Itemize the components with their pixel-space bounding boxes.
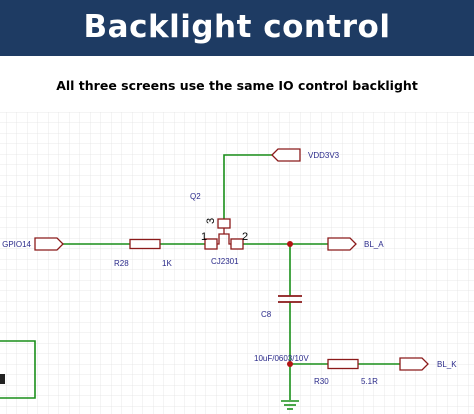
port-gpio14 xyxy=(34,237,64,251)
resistor-r30 xyxy=(327,358,359,370)
wires xyxy=(63,154,400,400)
subtitle: All three screens use the same IO contro… xyxy=(56,78,418,93)
schematic-diagram: GPIO14 R28 1K Q2 CJ2301 1 2 3 VDD3V3 BL_… xyxy=(0,112,474,414)
net-label-bl-a: BL_A xyxy=(364,240,384,249)
r28-ref: R28 xyxy=(114,259,129,268)
junction-dot-r30 xyxy=(287,361,293,367)
r28-value: 1K xyxy=(162,259,172,268)
transistor-q2 xyxy=(204,218,244,250)
q2-pin-3: 3 xyxy=(205,218,217,224)
q2-part: CJ2301 xyxy=(211,257,239,266)
port-bl-k xyxy=(399,357,429,371)
capacitor-c8 xyxy=(278,295,302,303)
wire-q2-vdd xyxy=(223,154,272,222)
net-label-gpio14: GPIO14 xyxy=(2,240,31,249)
partial-component-box xyxy=(0,340,36,399)
port-bl-a xyxy=(327,237,357,251)
r30-ref: R30 xyxy=(314,377,329,386)
page-title: Backlight control xyxy=(83,9,391,45)
r30-value: 5.1R xyxy=(361,377,378,386)
c8-value: 10uF/0603/10V xyxy=(254,354,309,363)
q2-pin-1: 1 xyxy=(201,231,207,243)
net-label-vdd3v3: VDD3V3 xyxy=(308,151,340,160)
c8-ref: C8 xyxy=(261,310,272,319)
q2-pin-2: 2 xyxy=(242,231,248,243)
port-vdd3v3 xyxy=(271,148,301,162)
junction-dot-bl-a xyxy=(287,241,293,247)
partial-component-pin xyxy=(0,374,5,384)
q2-ref: Q2 xyxy=(190,192,201,201)
resistor-r28 xyxy=(129,238,161,250)
net-label-bl-k: BL_K xyxy=(437,360,457,369)
header-banner: Backlight control xyxy=(0,0,474,56)
ground-icon xyxy=(281,400,299,410)
